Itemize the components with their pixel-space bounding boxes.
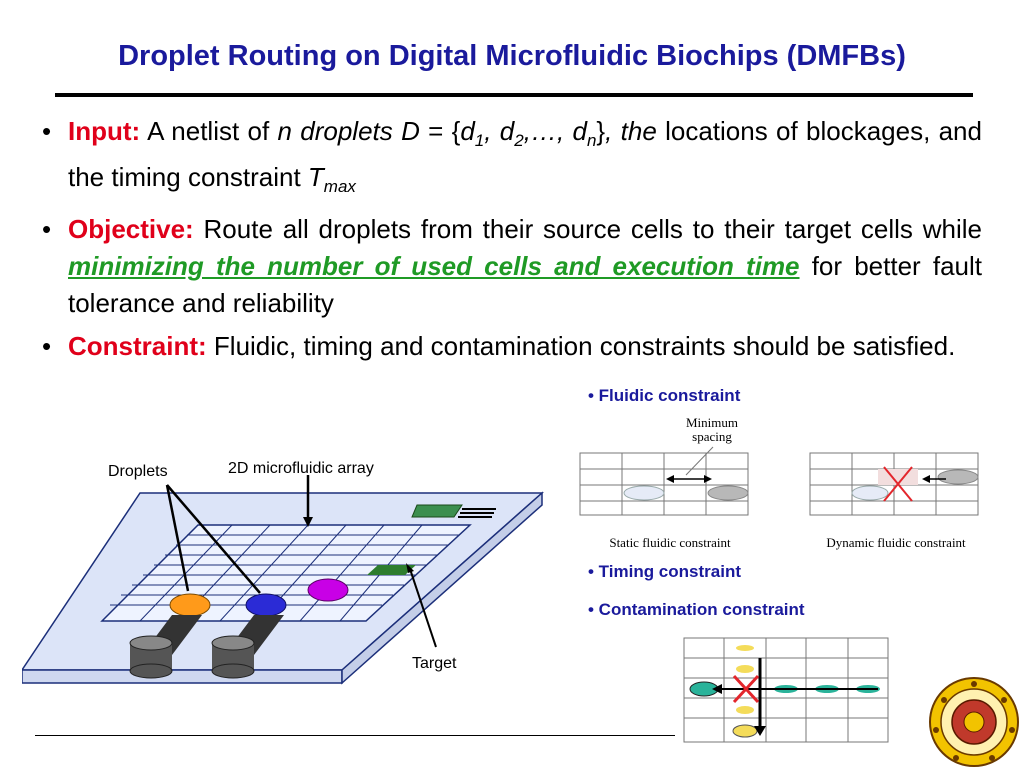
input-text: A netlist of xyxy=(147,116,270,146)
spacing-pointer xyxy=(685,446,714,476)
objective-label: Objective: xyxy=(68,214,194,245)
timing-constraint-label: • Timing constraint xyxy=(588,562,741,581)
droplet-light-dynamic xyxy=(851,485,889,501)
biochip-figure xyxy=(22,475,544,685)
droplets-label: Droplets xyxy=(108,463,168,480)
reservoir-right xyxy=(211,615,284,679)
input-sub-max: max xyxy=(323,177,356,197)
reservoir-left xyxy=(129,615,202,679)
droplet-pointers xyxy=(165,484,261,594)
contam-cross-icon xyxy=(732,674,760,704)
title-divider xyxy=(55,93,973,97)
input-label: Input: xyxy=(68,116,141,146)
target-label: Target xyxy=(412,655,457,672)
constraint-text: Fluidic, timing and contamination constr… xyxy=(213,331,956,362)
input-sub3: n xyxy=(586,131,597,151)
droplet-blue xyxy=(245,593,287,617)
static-grid xyxy=(579,452,749,516)
input-sub2: 2 xyxy=(514,131,524,151)
fluidic-constraint-label: • Fluidic constraint xyxy=(588,386,741,405)
static-caption: Static fluidic constraint xyxy=(609,535,731,550)
min-spacing-line1: Minimum xyxy=(685,415,738,430)
dynamic-caption: Dynamic fluidic constraint xyxy=(826,535,966,550)
input-droplets: n droplets D xyxy=(277,116,420,146)
input-dn: ,…, d xyxy=(523,116,587,146)
droplet-magenta xyxy=(307,578,349,602)
footer-divider xyxy=(35,735,675,736)
droplet-light xyxy=(623,485,665,501)
contamination-figure xyxy=(683,637,889,743)
slide-title: Droplet Routing on Digital Microfluidic … xyxy=(118,40,906,72)
bullet-objective: • Objective: Route all droplets from the… xyxy=(42,211,982,322)
minimum-spacing-label: Minimum spacing xyxy=(660,416,764,444)
bullet-list: • Input: A netlist of n droplets D = {d1… xyxy=(42,113,982,371)
input-d: d xyxy=(460,116,475,146)
contamination-constraint-label: • Contamination constraint xyxy=(588,600,805,619)
input-set-open: = { xyxy=(419,116,461,146)
input-tmax: T xyxy=(307,162,324,193)
droplet-orange xyxy=(169,593,211,617)
objective-text2: for better fault tolerance and reliabili… xyxy=(68,251,982,319)
bullet-dot: • xyxy=(42,331,52,362)
objective-text: Route all droplets from their source cel… xyxy=(203,214,982,245)
input-set-close: } xyxy=(596,116,606,146)
bullet-constraint: • Constraint: Fluidic, timing and contam… xyxy=(42,328,980,365)
objective-highlight: minimizing the number of used cells and … xyxy=(68,251,800,282)
droplet-gray-dynamic xyxy=(937,469,979,485)
input-d2: , d xyxy=(484,116,515,146)
bullet-dot: • xyxy=(42,116,52,146)
bullet-input: • Input: A netlist of n droplets D = {d1… xyxy=(42,113,982,205)
array-label: 2D microfluidic array xyxy=(228,460,374,477)
input-sub1: 1 xyxy=(474,131,485,151)
bullet-dot: • xyxy=(42,214,52,245)
cross-icon xyxy=(883,466,913,502)
min-spacing-line2: spacing xyxy=(692,429,732,444)
fluidic-constraint-figure xyxy=(579,446,979,516)
input-text2: locations of blockages, and the timing c… xyxy=(68,116,982,193)
constraint-label: Constraint: xyxy=(68,331,207,362)
university-seal-icon xyxy=(929,677,1019,767)
droplet-gray xyxy=(707,485,749,501)
target-cell xyxy=(367,565,416,575)
input-the: , the xyxy=(605,116,657,146)
